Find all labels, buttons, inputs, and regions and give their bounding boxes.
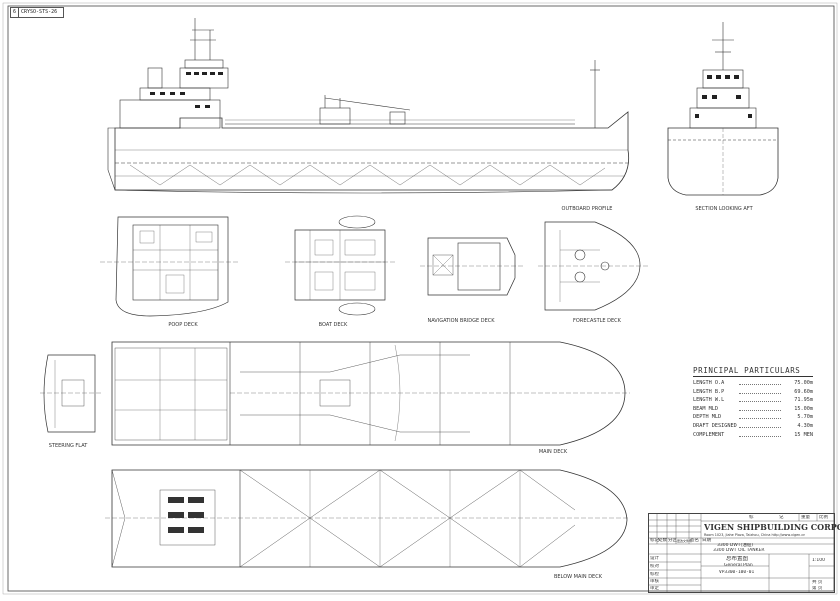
particulars-label: LENGTH W.L [693, 397, 725, 404]
right-label-total-pages: 共 页 [812, 580, 823, 585]
label-main-deck: MAIN DECK [539, 449, 568, 455]
left-label-standard: 标检 [650, 572, 659, 577]
title-block-grid [649, 514, 834, 592]
sheet-inner-border [7, 5, 835, 592]
sheet-number: 6 [11, 8, 19, 17]
particulars-value: 5.70m [797, 414, 813, 421]
label-navigation-bridge-deck: NAVIGATION BRIDGE DECK [427, 318, 495, 324]
label-steering-flat: STEERING FLAT [49, 443, 89, 449]
particulars-label: LENGTH B.P [693, 388, 725, 395]
left-label-review: 审核 [650, 579, 659, 584]
navigation-bridge-deck-plan [420, 237, 525, 296]
steering-flat-plan [40, 354, 102, 433]
project-name-cn: 3300 DWT(油船) [717, 543, 754, 548]
left-label-design: 设计 [650, 556, 659, 561]
drawing-scale: 1:100 [812, 558, 825, 563]
label-poop-deck: POOP DECK [168, 322, 198, 328]
label-below-main-deck: BELOW MAIN DECK [554, 574, 603, 580]
sheet-tag-box: 6 CRYSO-STS-26 [10, 7, 64, 18]
particulars-value: 75.00m [794, 380, 813, 386]
particulars-row: DRAFT DESIGNED 4.30m [693, 422, 813, 431]
particulars-label: DEPTH MLD [693, 414, 722, 421]
left-label-approve: 审定 [650, 586, 659, 591]
right-label-page: 第 页 [812, 586, 823, 591]
particulars-label: BEAM MLD [693, 405, 718, 412]
below-main-deck-plan [105, 469, 630, 568]
particulars-value: 69.60m [794, 388, 813, 395]
tb-top-scale: 比例 [819, 515, 828, 520]
particulars-row: LENGTH B.P 69.60m [693, 388, 813, 397]
particulars-label: DRAFT DESIGNED [693, 422, 737, 429]
drawing-number: VP3300-100-01 [719, 570, 755, 575]
boat-deck-plan [285, 215, 395, 316]
project-name-en: 3300 DWT OIL TANKER [713, 548, 765, 553]
drawing-title-cn: 总布置图 [726, 556, 749, 562]
tb-header-change-doc: 更改文件号 [677, 539, 693, 543]
label-boat-deck: BOAT DECK [319, 322, 348, 328]
particulars-row: COMPLEMENT 15 MEN [693, 431, 813, 440]
title-block: 标记 处数 分区 更改文件号 签名 日期 标 记 重量 比例 VIGEN SHI… [648, 513, 840, 593]
label-section-aft: SECTION LOOKING AFT [695, 206, 753, 212]
particulars-title: PRINCIPAL PARTICULARS [693, 366, 813, 377]
forecastle-deck-plan [538, 221, 648, 311]
particulars-row: BEAM MLD 15.00m [693, 405, 813, 414]
particulars-label: LENGTH O.A [693, 380, 725, 386]
particulars-value: 15.00m [794, 405, 813, 412]
tb-top-weight: 重量 [801, 515, 810, 520]
tb-header-date: 日期 [702, 538, 711, 543]
particulars-row: DEPTH MLD 5.70m [693, 413, 813, 422]
tb-header-signature: 签名 [690, 538, 699, 543]
company-name: VIGEN SHIPBUILDING CORPORATION [704, 523, 840, 532]
label-outboard-profile: OUTBOARD PROFILE [562, 206, 613, 212]
main-deck-plan [111, 341, 630, 446]
poop-deck-plan [100, 216, 240, 317]
tb-header-zone: 分区 [668, 538, 677, 543]
particulars-row: LENGTH W.L 71.95m [693, 396, 813, 405]
particulars-value: 4.30m [797, 422, 813, 429]
label-forecastle-deck: FORECASTLE DECK [573, 318, 622, 324]
particulars-value: 15 MEN [794, 431, 813, 438]
drawing-title-en: General Plan [724, 563, 753, 568]
sheet-tag: CRYSO-STS-26 [21, 9, 58, 15]
tb-top-note: 记 [779, 515, 784, 520]
tb-header-count: 处数 [658, 538, 667, 543]
principal-particulars: PRINCIPAL PARTICULARS LENGTH O.A 75.00m L… [693, 366, 813, 439]
outboard-profile-view [107, 18, 630, 194]
particulars-label: COMPLEMENT [693, 431, 725, 438]
particulars-row: LENGTH O.A 75.00m [693, 379, 813, 388]
particulars-value: 71.95m [794, 397, 813, 404]
section-looking-aft-view [667, 22, 779, 196]
company-address: Room 1023, Jiahe Plaza, Taizhou, China h… [704, 533, 806, 537]
tb-header-mark: 标记 [650, 538, 659, 543]
tb-top-mark: 标 [749, 515, 754, 520]
left-label-check: 校对 [650, 564, 659, 569]
